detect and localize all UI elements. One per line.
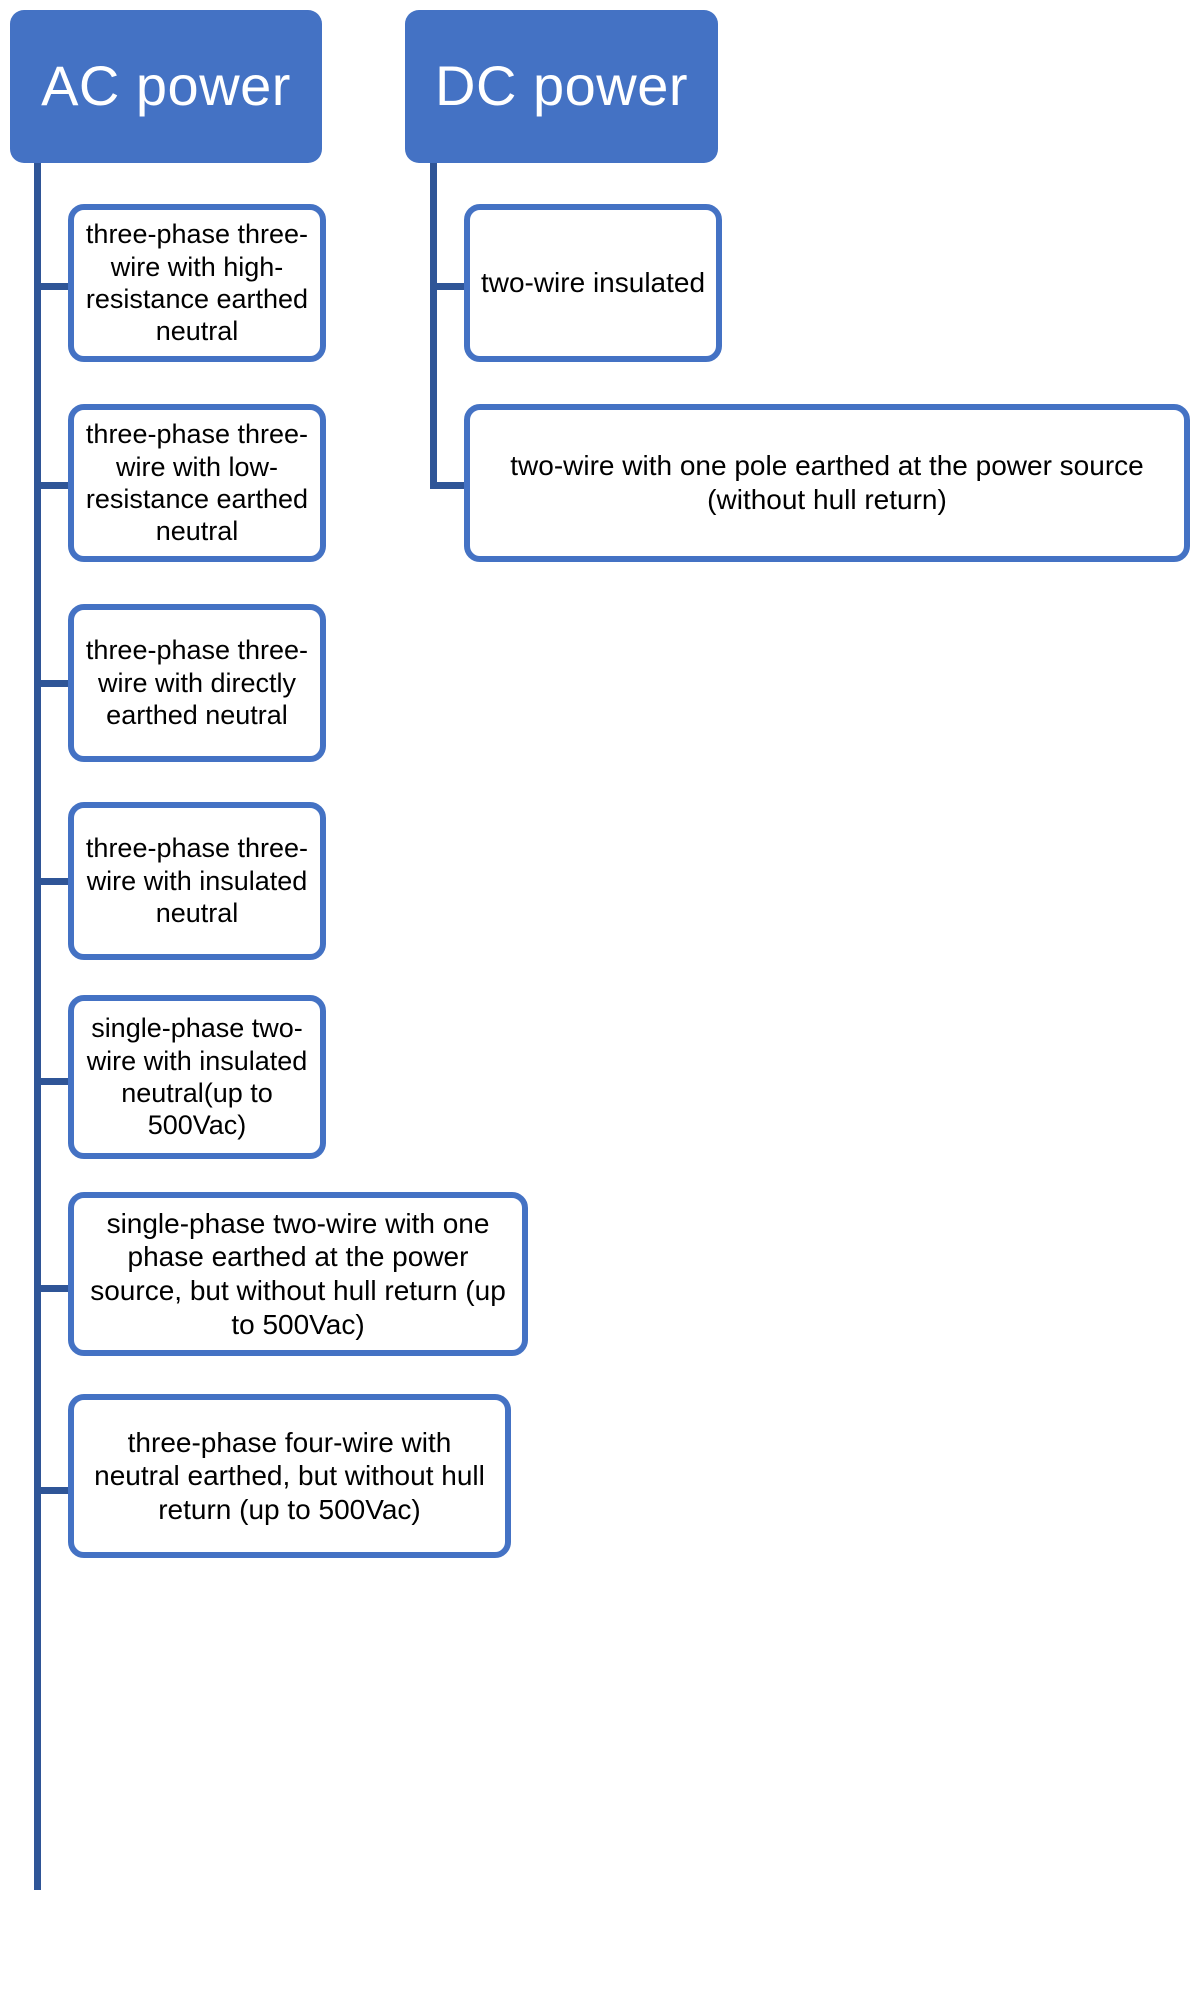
node-dc-2[interactable]: two-wire with one pole earthed at the po…	[464, 404, 1190, 562]
connector-stub-ac-4	[34, 878, 74, 885]
connector-stub-ac-1	[34, 283, 74, 290]
node-dc-2-label: two-wire with one pole earthed at the po…	[510, 450, 1144, 515]
node-ac-6-label: single-phase two-wire with one phase ear…	[90, 1207, 506, 1340]
connector-stub-dc-1	[430, 283, 470, 290]
connector-stub-dc-2	[430, 482, 470, 489]
connector-stub-ac-2	[34, 482, 74, 489]
node-ac-1-label: three-phase three-wire with high-resista…	[85, 219, 309, 347]
connector-stub-ac-5	[34, 1078, 74, 1085]
root-node-ac-power-label: AC power	[41, 54, 291, 118]
root-node-ac-power[interactable]: AC power	[10, 10, 322, 163]
node-ac-7[interactable]: three-phase four-wire with neutral earth…	[68, 1394, 511, 1558]
connector-spine-dc	[430, 163, 437, 485]
node-ac-3-label: three-phase three-wire with directly ear…	[85, 635, 309, 731]
node-ac-4[interactable]: three-phase three-wire with insulated ne…	[68, 802, 326, 960]
root-node-dc-power-label: DC power	[435, 54, 688, 118]
node-dc-1[interactable]: two-wire insulated	[464, 204, 722, 362]
node-ac-5[interactable]: single-phase two-wire with insulated neu…	[68, 995, 326, 1159]
node-dc-1-label: two-wire insulated	[480, 267, 706, 299]
node-ac-3[interactable]: three-phase three-wire with directly ear…	[68, 604, 326, 762]
node-ac-5-label: single-phase two-wire with insulated neu…	[86, 1013, 308, 1141]
node-ac-2[interactable]: three-phase three-wire with low-resistan…	[68, 404, 326, 562]
connector-spine-ac	[34, 163, 41, 1890]
node-ac-1[interactable]: three-phase three-wire with high-resista…	[68, 204, 326, 362]
connector-stub-ac-6	[34, 1285, 74, 1292]
node-ac-7-label: three-phase four-wire with neutral earth…	[94, 1426, 485, 1525]
node-ac-4-label: three-phase three-wire with insulated ne…	[85, 833, 309, 929]
connector-stub-ac-7	[34, 1487, 74, 1494]
root-node-dc-power[interactable]: DC power	[405, 10, 718, 163]
connector-stub-ac-3	[34, 680, 74, 687]
node-ac-2-label: three-phase three-wire with low-resistan…	[85, 419, 309, 547]
node-ac-6[interactable]: single-phase two-wire with one phase ear…	[68, 1192, 528, 1356]
